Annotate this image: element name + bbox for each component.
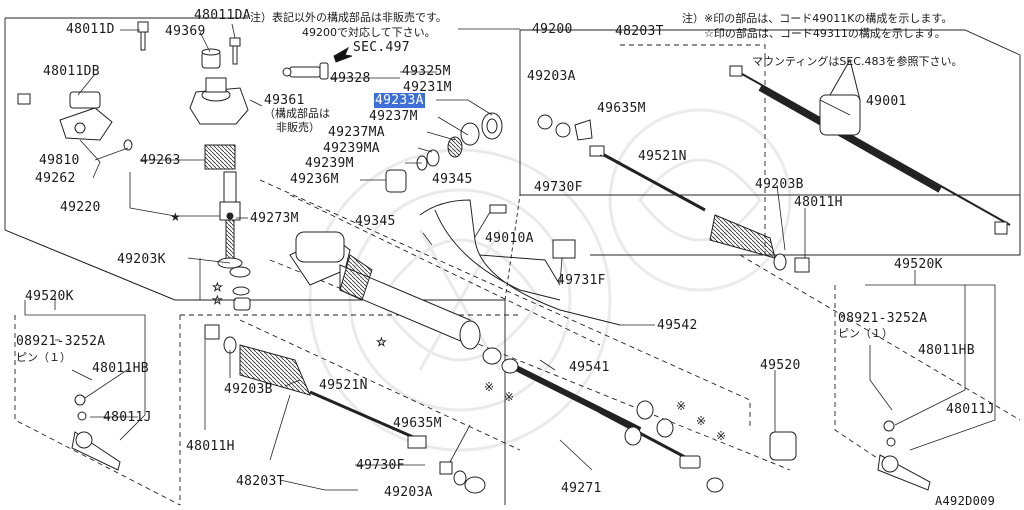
part-label-49237MA[interactable]: 49237MA	[328, 125, 385, 140]
part-label-48011HB-left[interactable]: 48011HB	[92, 361, 149, 376]
part-label-49325M[interactable]: 49325M	[402, 64, 451, 79]
part-label-49369[interactable]: 49369	[165, 24, 206, 39]
part-label-49520K-left[interactable]: 49520K	[25, 289, 74, 304]
part-label-48011J-right[interactable]: 48011J	[946, 402, 995, 417]
part-label-08921-3252A-left[interactable]: 08921-3252A	[16, 334, 106, 349]
part-label-49220[interactable]: 49220	[60, 200, 101, 215]
part-label-48011DB[interactable]: 48011DB	[43, 64, 100, 79]
boots-and-tie-rods	[71, 58, 1011, 494]
part-label-49237M[interactable]: 49237M	[369, 109, 418, 124]
note-pin-right: ピン（１）	[838, 327, 893, 340]
part-label-49345-lower[interactable]: 49345	[355, 214, 396, 229]
part-label-48011H-left[interactable]: 48011H	[186, 439, 235, 454]
part-label-49328[interactable]: 49328	[330, 71, 371, 86]
svg-text:☆: ☆	[376, 335, 387, 349]
part-label-08921-3252A-right[interactable]: 08921-3252A	[838, 311, 928, 326]
note-use-assembly: 49200で対応して下さい。	[302, 26, 436, 39]
part-label-49361[interactable]: 49361	[264, 93, 305, 108]
part-label-49730F-bottom[interactable]: 49730F	[356, 458, 405, 473]
note-not-sold-2: 非販売）	[276, 121, 320, 134]
part-label-48011D[interactable]: 48011D	[66, 22, 115, 37]
part-label-49010A[interactable]: 49010A	[485, 231, 534, 246]
note-not-sold-1: （構成部品は	[264, 107, 330, 120]
part-label-48011DA[interactable]: 48011DA	[194, 8, 251, 23]
note-mounting-ref: マウンティングはSEC.483を参照下さい。	[752, 55, 963, 68]
svg-text:★: ★	[170, 210, 181, 224]
part-label-48011HB-right[interactable]: 48011HB	[918, 343, 975, 358]
part-label-49345-upper[interactable]: 49345	[432, 172, 473, 187]
part-label-49273M[interactable]: 49273M	[250, 211, 299, 226]
part-label-48011H-right[interactable]: 48011H	[794, 195, 843, 210]
part-label-48203T-top[interactable]: 48203T	[615, 24, 664, 39]
svg-text:☆: ☆	[212, 293, 223, 307]
part-label-49001[interactable]: 49001	[866, 94, 907, 109]
leader-lines	[24, 23, 996, 491]
part-label-49635M-bottom[interactable]: 49635M	[393, 416, 442, 431]
part-label-49239M[interactable]: 49239M	[305, 156, 354, 171]
note-pin-left: ピン（１）	[16, 351, 71, 364]
part-label-49520[interactable]: 49520	[760, 358, 801, 373]
svg-text:※: ※	[676, 399, 686, 413]
part-label-49521N-top[interactable]: 49521N	[638, 149, 687, 164]
note-not-sold-parts: 注）表記以外の構成部品は非販売です。	[250, 11, 447, 24]
part-label-49203A-bottom[interactable]: 49203A	[384, 485, 433, 500]
part-label-49635M-top[interactable]: 49635M	[597, 101, 646, 116]
svg-text:※: ※	[716, 429, 726, 443]
part-label-49541[interactable]: 49541	[569, 360, 610, 375]
part-label-49542[interactable]: 49542	[657, 318, 698, 333]
part-label-49203B-right[interactable]: 49203B	[755, 177, 804, 192]
part-label-49521N-bottom[interactable]: 49521N	[319, 378, 368, 393]
svg-text:※: ※	[484, 380, 494, 394]
note-star-parts: ☆印の部品は、コード49311の構成を示します。	[704, 27, 946, 40]
svg-text:※: ※	[696, 414, 706, 428]
part-label-49231M[interactable]: 49231M	[403, 80, 452, 95]
part-label-49203A-top[interactable]: 49203A	[527, 69, 576, 84]
svg-text:☆: ☆	[212, 280, 223, 294]
diagram-code: A492D009	[935, 494, 996, 508]
part-label-49262[interactable]: 49262	[35, 171, 76, 186]
section-ref-link[interactable]: SEC.497	[353, 40, 410, 55]
part-label-49263[interactable]: 49263	[140, 153, 181, 168]
note-asterisk-parts: 注）※印の部品は、コード49011Kの構成を示します。	[682, 12, 953, 25]
part-label-48203T-bottom[interactable]: 48203T	[236, 474, 285, 489]
part-label-49203B-left[interactable]: 49203B	[224, 382, 273, 397]
pinion-assembly	[17, 21, 503, 311]
part-label-49236M[interactable]: 49236M	[290, 172, 339, 187]
part-label-49239MA[interactable]: 49239MA	[323, 141, 380, 156]
part-label-49233A[interactable]: 49233A	[374, 93, 425, 108]
part-label-49271[interactable]: 49271	[561, 481, 602, 496]
part-label-49730F-top[interactable]: 49730F	[534, 180, 583, 195]
part-label-49810[interactable]: 49810	[39, 153, 80, 168]
watermark-emblem	[308, 108, 792, 452]
part-label-49520K-right[interactable]: 49520K	[894, 257, 943, 272]
part-label-49200[interactable]: 49200	[532, 22, 573, 37]
svg-text:※: ※	[504, 390, 514, 404]
part-label-48011J-left[interactable]: 48011J	[103, 410, 152, 425]
part-label-49203K[interactable]: 49203K	[117, 252, 166, 267]
assembly-frame-lines	[4, 17, 1021, 506]
part-label-49731F[interactable]: 49731F	[557, 273, 606, 288]
marker-symbols: ★ ☆ ☆ ☆ ※ ※ ※ ※ ※	[170, 210, 726, 443]
gear-housing	[289, 199, 621, 350]
